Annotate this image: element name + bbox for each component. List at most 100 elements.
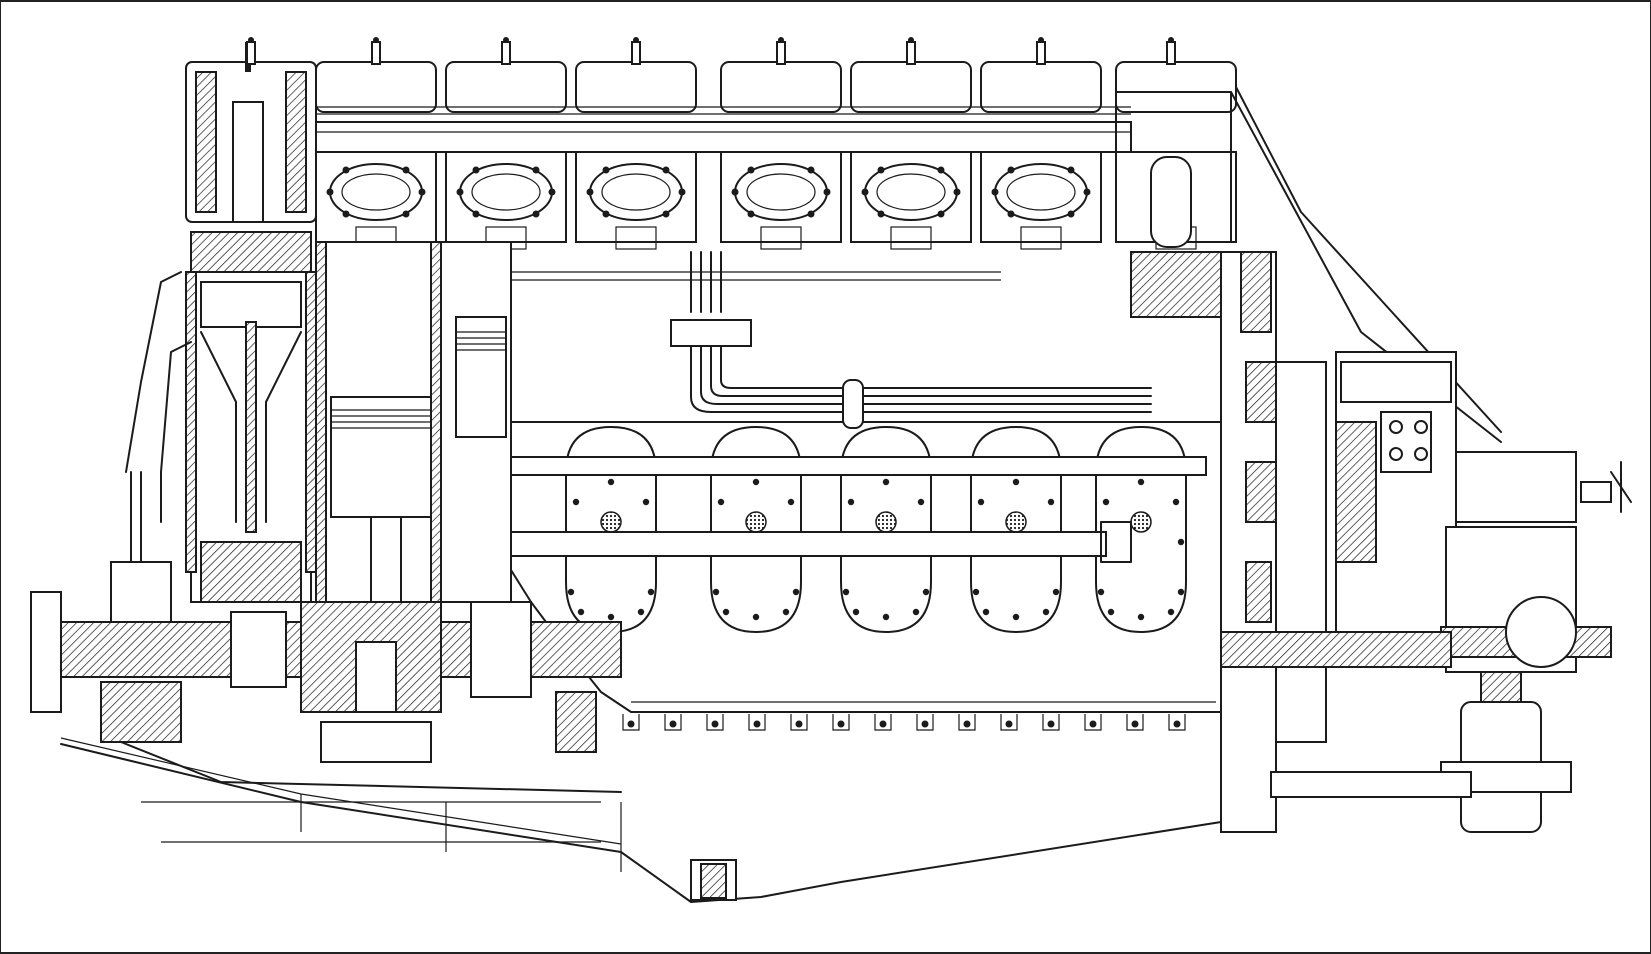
cover-bolt bbox=[1177, 588, 1185, 596]
cylinder-head bbox=[445, 61, 567, 250]
cylinder-head bbox=[980, 61, 1102, 250]
head-bolt bbox=[807, 210, 815, 218]
head-bolt bbox=[1083, 188, 1091, 196]
spark-plug bbox=[906, 37, 916, 65]
head-bolt bbox=[678, 188, 686, 196]
head-bolt bbox=[1007, 166, 1015, 174]
cover-bolt bbox=[922, 588, 930, 596]
cover-bolt bbox=[847, 498, 855, 506]
spark-plug bbox=[1166, 37, 1176, 65]
lower-bolt-row bbox=[622, 714, 1186, 731]
spark-plug bbox=[776, 37, 786, 65]
head-bolt bbox=[472, 166, 480, 174]
crankcase-bolt bbox=[832, 714, 850, 731]
head-bolt bbox=[402, 166, 410, 174]
cover-bolt bbox=[1177, 538, 1185, 546]
cover-bolt bbox=[607, 478, 615, 486]
crankshaft bbox=[30, 471, 622, 793]
crankcase-body bbox=[505, 421, 1222, 731]
cover-bolt bbox=[1052, 588, 1060, 596]
inspection-cover bbox=[1095, 425, 1187, 634]
head-bolt bbox=[747, 166, 755, 174]
head-bolt bbox=[602, 210, 610, 218]
head-port bbox=[760, 226, 802, 250]
head-bolt bbox=[823, 188, 831, 196]
cover-plug bbox=[1130, 511, 1152, 533]
crankcase-bolt bbox=[622, 714, 640, 731]
cover-bolt bbox=[1167, 608, 1175, 616]
cover-bolt bbox=[717, 498, 725, 506]
cover-bolt bbox=[722, 608, 730, 616]
crankcase-bolt bbox=[748, 714, 766, 731]
head-bolt bbox=[472, 210, 480, 218]
sectioned-cylinder-2 bbox=[315, 241, 442, 698]
head-bolt bbox=[662, 166, 670, 174]
cover-bolt bbox=[642, 498, 650, 506]
cover-bolt bbox=[1047, 498, 1055, 506]
cover-plug bbox=[875, 511, 897, 533]
head-port bbox=[615, 226, 657, 250]
cover-bolt bbox=[607, 613, 615, 621]
spark-plug bbox=[631, 37, 641, 65]
head-bolt bbox=[937, 210, 945, 218]
cover-bolt bbox=[1107, 608, 1115, 616]
cover-bolt bbox=[637, 608, 645, 616]
cover-bolt bbox=[752, 613, 760, 621]
head-bolt bbox=[1067, 210, 1075, 218]
head-bolt bbox=[991, 188, 999, 196]
cylinder-head bbox=[315, 61, 437, 250]
head-bolt bbox=[731, 188, 739, 196]
head-bolt bbox=[532, 166, 540, 174]
cover-bolt bbox=[972, 588, 980, 596]
cover-bolt bbox=[1012, 478, 1020, 486]
cover-bolt bbox=[842, 588, 850, 596]
crankcase-bolt bbox=[790, 714, 808, 731]
sectioned-cylinder-1 bbox=[185, 42, 317, 603]
head-bolt bbox=[418, 188, 426, 196]
cover-bolt bbox=[982, 608, 990, 616]
cover-bolt bbox=[572, 498, 580, 506]
cover-bolt bbox=[782, 608, 790, 616]
spark-plug bbox=[1036, 37, 1046, 65]
cylinder-head bbox=[720, 61, 842, 250]
cover-bolt bbox=[852, 608, 860, 616]
cover-bolt bbox=[1137, 613, 1145, 621]
cover-bolt bbox=[1137, 478, 1145, 486]
crankcase-bolt bbox=[1000, 714, 1018, 731]
cover-plug bbox=[600, 511, 622, 533]
head-bolt bbox=[861, 188, 869, 196]
head-bolt bbox=[342, 166, 350, 174]
crankcase-bolt bbox=[706, 714, 724, 731]
cover-bolt bbox=[1097, 588, 1105, 596]
head-bolt bbox=[937, 166, 945, 174]
cover-bolt bbox=[917, 498, 925, 506]
crankcase-bolt bbox=[1042, 714, 1060, 731]
crankcase-bolt bbox=[664, 714, 682, 731]
cover-bolt bbox=[912, 608, 920, 616]
head-bolt bbox=[953, 188, 961, 196]
head-bolt bbox=[807, 166, 815, 174]
cylinder-head bbox=[850, 61, 972, 250]
cover-bolt bbox=[752, 478, 760, 486]
cover-bolt bbox=[577, 608, 585, 616]
head-bolt bbox=[456, 188, 464, 196]
spark-plug bbox=[246, 37, 256, 65]
cover-plug bbox=[1005, 511, 1027, 533]
head-bolt bbox=[326, 188, 334, 196]
cover-bolt bbox=[1012, 613, 1020, 621]
head-bolt bbox=[548, 188, 556, 196]
cover-bolt bbox=[1172, 498, 1180, 506]
head-bolt bbox=[747, 210, 755, 218]
cover-bolt bbox=[882, 613, 890, 621]
head-bolt bbox=[602, 166, 610, 174]
fuel-rails bbox=[310, 106, 1152, 429]
crankcase-bolt bbox=[874, 714, 892, 731]
cylinder-head-row bbox=[315, 61, 1237, 250]
cover-bolt bbox=[712, 588, 720, 596]
cover-bolt bbox=[647, 588, 655, 596]
spark-plug bbox=[501, 37, 511, 65]
side-oil-lines bbox=[125, 271, 192, 523]
crankcase-bolt bbox=[1084, 714, 1102, 731]
head-port bbox=[1020, 226, 1062, 250]
